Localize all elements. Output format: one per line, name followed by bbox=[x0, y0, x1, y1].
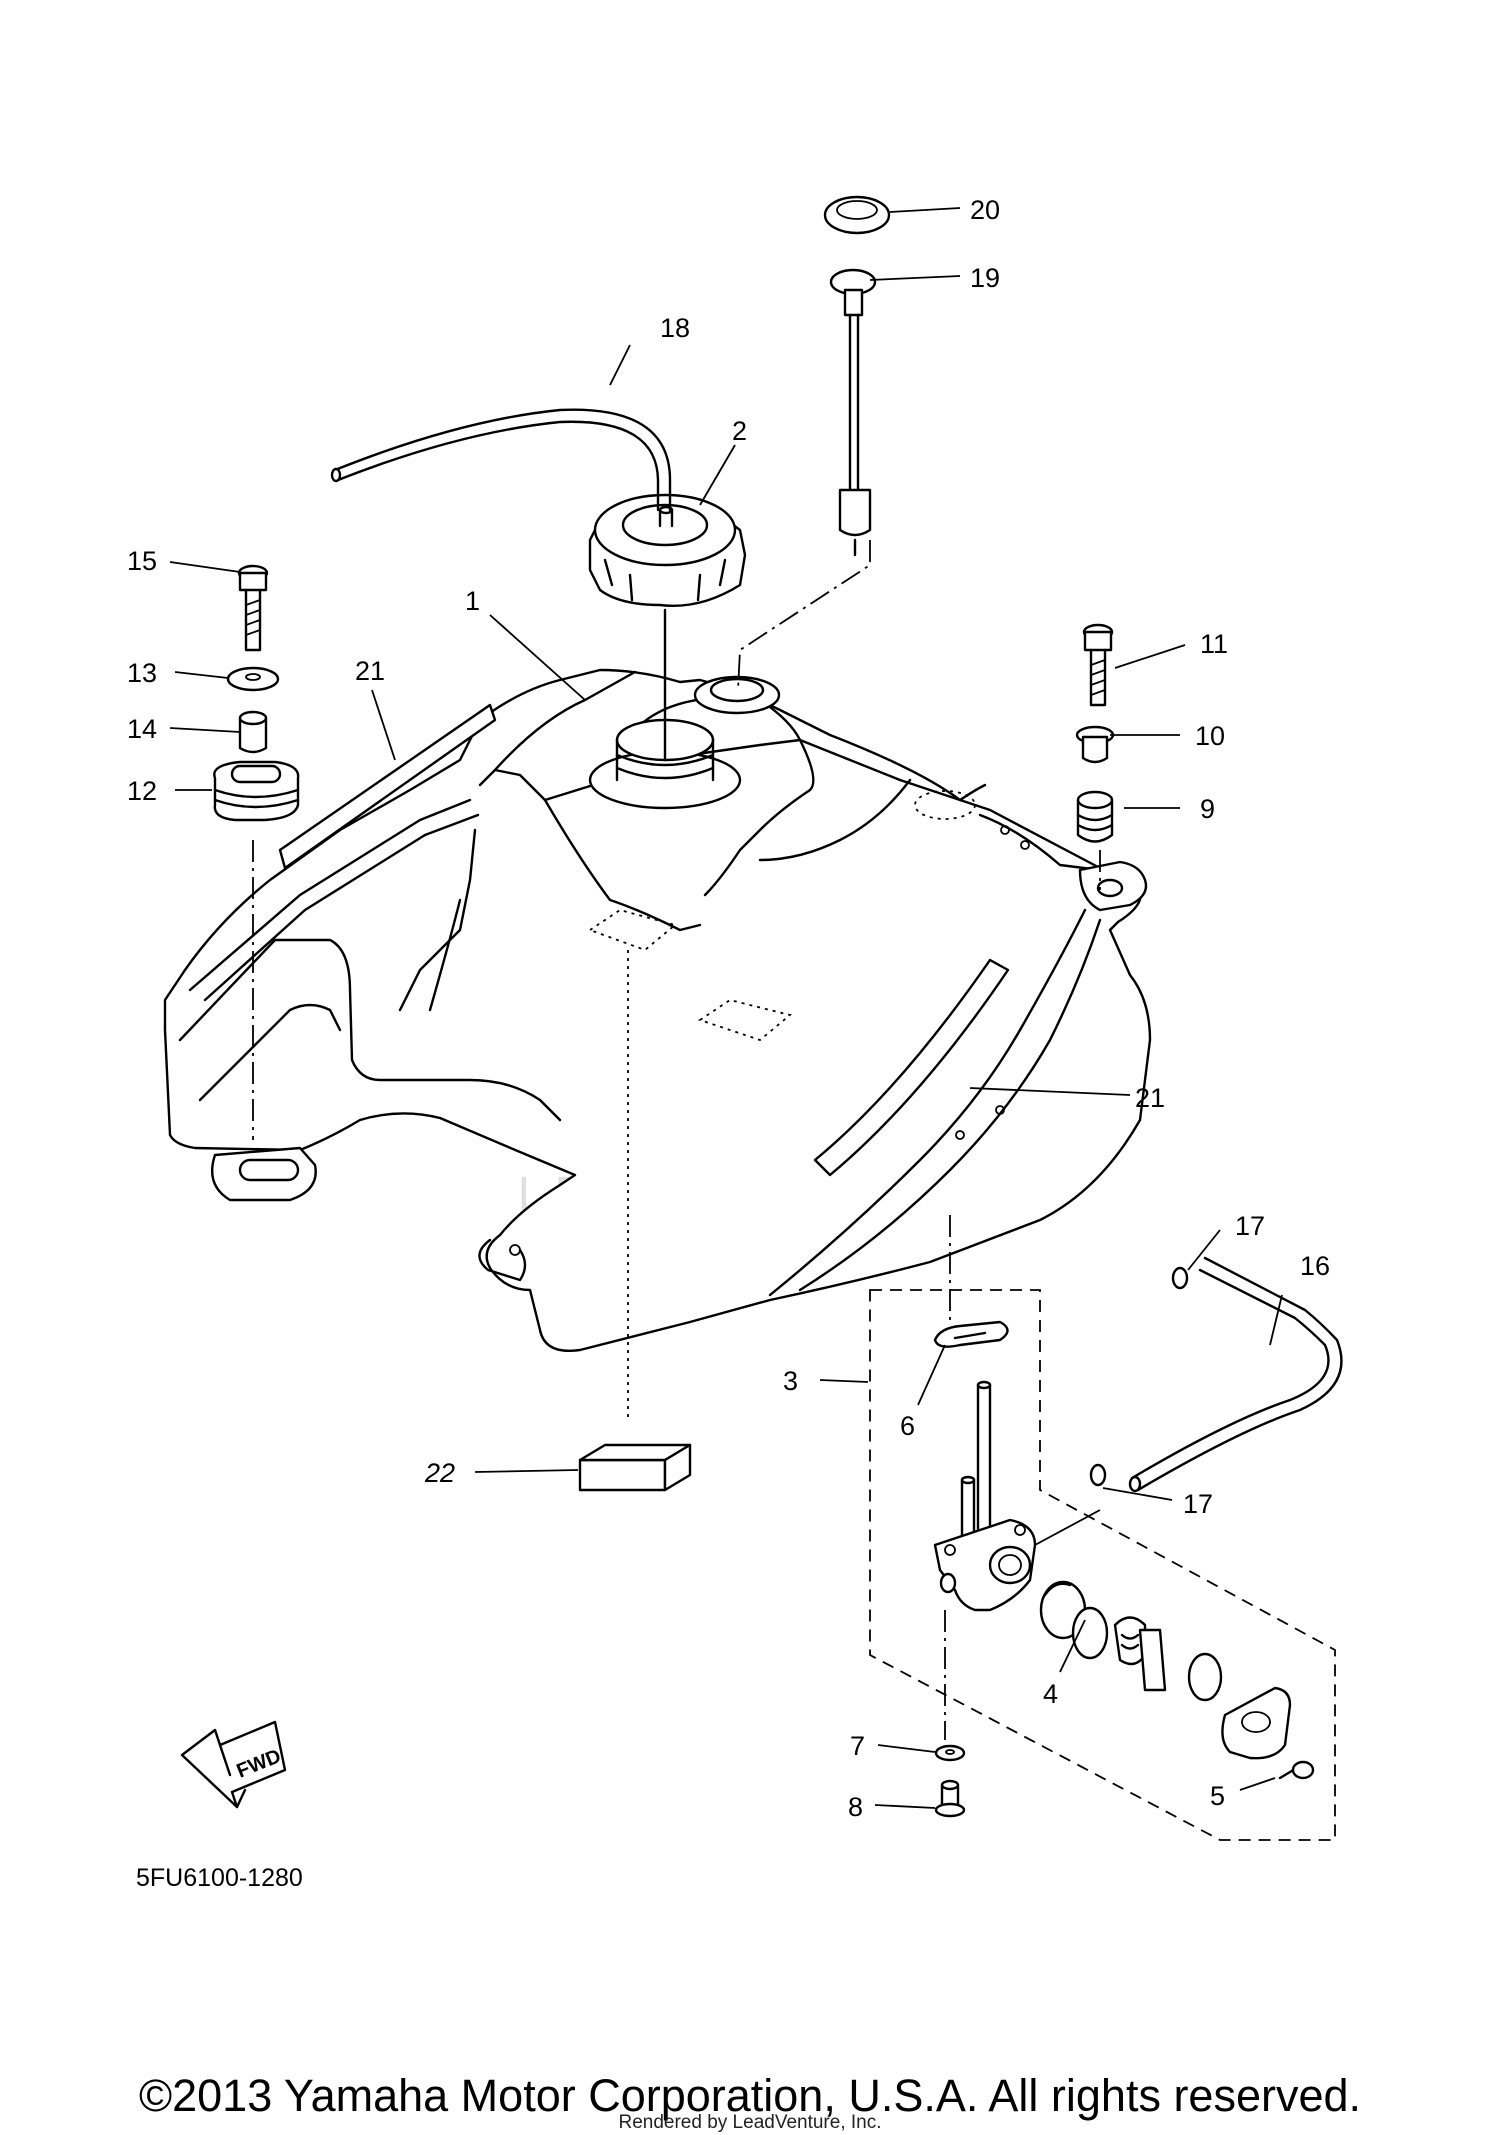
hose-clip-upper[interactable] bbox=[1171, 1266, 1189, 1290]
lever-assembly[interactable] bbox=[1113, 1616, 1167, 1692]
fuel-cap[interactable] bbox=[588, 493, 747, 607]
fuel-tank[interactable] bbox=[163, 668, 1152, 1352]
label-22[interactable] bbox=[578, 1443, 692, 1492]
callout-21-left: 21 bbox=[355, 656, 385, 686]
rubber-strip-left[interactable] bbox=[278, 703, 497, 870]
damper-9[interactable] bbox=[1076, 790, 1114, 843]
callout-3: 3 bbox=[783, 1366, 798, 1396]
callout-14: 14 bbox=[127, 714, 157, 744]
fuel-gauge-sender[interactable] bbox=[829, 268, 877, 557]
callout-9: 9 bbox=[1200, 794, 1215, 824]
callout-22: 22 bbox=[424, 1458, 455, 1488]
callout-20: 20 bbox=[970, 195, 1000, 225]
callout-19: 19 bbox=[970, 263, 1000, 293]
callout-11: 11 bbox=[1200, 629, 1228, 659]
callout-leaders bbox=[169, 207, 1283, 1809]
callout-2: 2 bbox=[732, 416, 747, 446]
callout-13: 13 bbox=[127, 658, 157, 688]
callout-5: 5 bbox=[1210, 1781, 1225, 1811]
guide-line-sender bbox=[737, 540, 871, 691]
fuel-cock-assembly-boundary bbox=[869, 1289, 1336, 1841]
callout-8: 8 bbox=[848, 1792, 863, 1822]
callout-15: 15 bbox=[127, 546, 157, 576]
washer-13[interactable] bbox=[226, 666, 280, 692]
damper-12[interactable] bbox=[213, 760, 300, 822]
fuel-gauge-cap[interactable] bbox=[823, 195, 891, 235]
breather-hose[interactable] bbox=[330, 408, 672, 512]
callout-16: 16 bbox=[1300, 1251, 1330, 1281]
callout-17-upper: 17 bbox=[1235, 1211, 1265, 1241]
rendered-by-credit: Rendered by LeadVenture, Inc. bbox=[618, 2112, 882, 2133]
fuel-hose[interactable] bbox=[1128, 1256, 1343, 1493]
copyright-notice: ©2013 Yamaha Motor Corporation, U.S.A. A… bbox=[138, 2070, 1362, 2121]
callout-7: 7 bbox=[850, 1731, 865, 1761]
fwd-arrow-icon: FWD bbox=[180, 1720, 287, 1809]
callout-12: 12 bbox=[127, 776, 157, 806]
washer-7[interactable] bbox=[934, 1744, 966, 1762]
callout-10: 10 bbox=[1195, 721, 1225, 751]
fuel-cock-3[interactable] bbox=[933, 1380, 1037, 1612]
bolt-15[interactable] bbox=[237, 564, 269, 652]
collar-10[interactable] bbox=[1075, 725, 1115, 764]
o-ring-4[interactable] bbox=[1071, 1606, 1109, 1660]
callout-labels: 1 2 3 4 5 6 7 8 9 10 11 12 13 14 15 16 1… bbox=[127, 195, 1330, 1822]
screw-5[interactable] bbox=[1278, 1760, 1315, 1780]
rubber-strip-right[interactable] bbox=[813, 958, 1010, 1177]
hose-clip-lower[interactable] bbox=[1089, 1463, 1107, 1487]
callout-18: 18 bbox=[660, 313, 690, 343]
callout-6: 6 bbox=[900, 1411, 915, 1441]
collar-14[interactable] bbox=[238, 710, 268, 754]
bolt-11[interactable] bbox=[1082, 623, 1114, 707]
cover-plate[interactable] bbox=[1221, 1686, 1292, 1760]
callout-4: 4 bbox=[1043, 1679, 1058, 1709]
guide-line-cock-side bbox=[1034, 1509, 1101, 1546]
gasket-6[interactable] bbox=[933, 1320, 1009, 1348]
bolt-8[interactable] bbox=[934, 1779, 966, 1818]
callout-1: 1 bbox=[465, 586, 480, 616]
callout-17-lower: 17 bbox=[1183, 1489, 1213, 1519]
callout-21-right: 21 bbox=[1135, 1083, 1165, 1113]
o-ring-lever[interactable] bbox=[1187, 1652, 1223, 1702]
diagram-code: 5FU6100-1280 bbox=[136, 1864, 303, 1892]
